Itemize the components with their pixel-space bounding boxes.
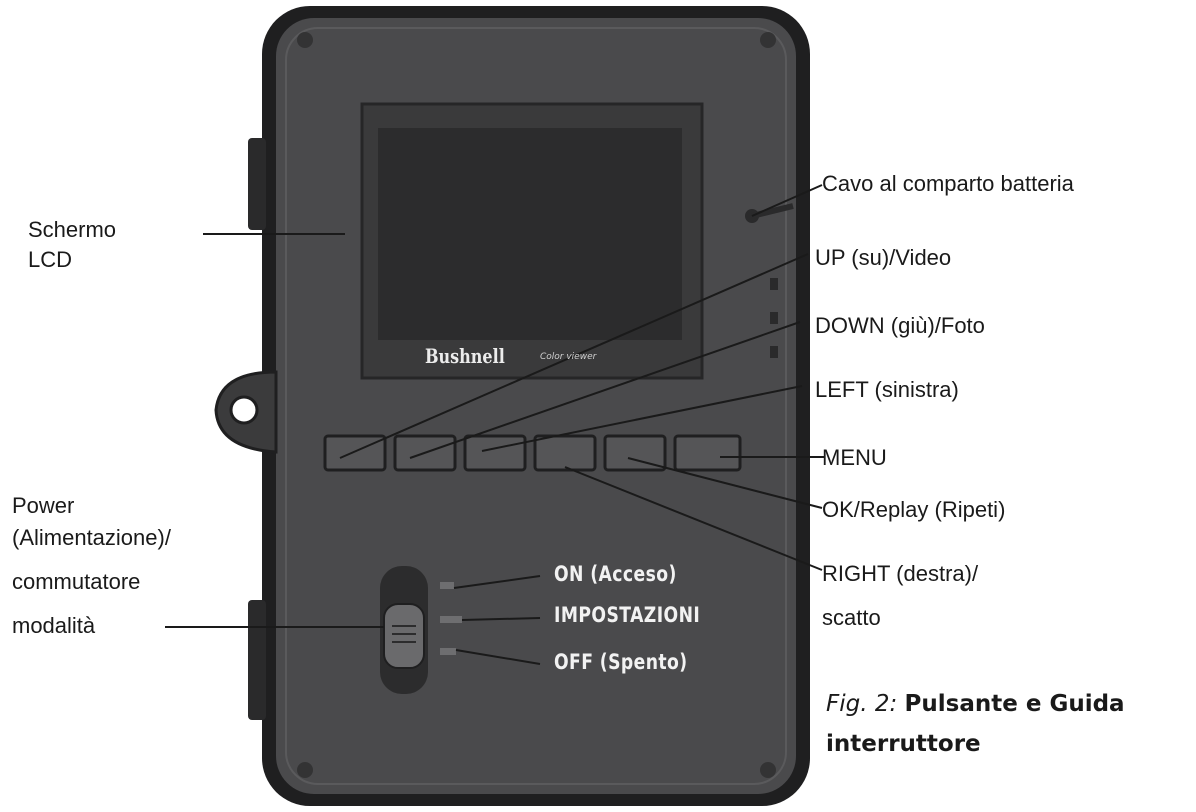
label-power-line1: Power: [12, 493, 75, 518]
power-switch-knob[interactable]: [383, 603, 425, 669]
label-left: LEFT (sinistra): [815, 377, 959, 402]
screw-bottom-right: [760, 762, 776, 778]
label-right-line2: scatto: [822, 605, 881, 630]
screw-top-right: [760, 32, 776, 48]
leader-right: [564, 466, 823, 571]
switch-label-off: OFF (Spento): [554, 650, 688, 674]
leader-ok: [627, 457, 823, 509]
switch-mark-setup: [440, 616, 462, 623]
leader-up: [339, 253, 809, 459]
leader-battery-cable: [751, 184, 823, 217]
brand-logo: Bushnell: [425, 344, 505, 368]
figure-number: Fig. 2:: [826, 691, 898, 717]
side-mark-2: [770, 312, 778, 324]
button-menu[interactable]: [673, 434, 742, 472]
screw-bottom-left: [297, 762, 313, 778]
label-lcd-line2: LCD: [28, 247, 73, 272]
button-ok[interactable]: [603, 434, 667, 472]
figure-caption-line2: interruttore: [826, 728, 981, 760]
label-lcd-line1: Schermo: [28, 217, 117, 242]
button-up[interactable]: [323, 434, 387, 472]
label-power-line4: modalità: [12, 613, 96, 638]
figure-title-part1: Pulsante e Guida: [904, 691, 1125, 717]
label-down: DOWN (giù)/Foto: [815, 313, 985, 338]
figure-title-part2: interruttore: [826, 731, 981, 757]
label-battery-cable: Cavo al comparto batteria: [822, 171, 1074, 196]
switch-mark-on: [440, 582, 454, 589]
leader-switch-off: [455, 649, 541, 665]
label-ok: OK/Replay (Ripeti): [822, 497, 1006, 522]
leader-left: [481, 385, 803, 452]
leader-down: [409, 321, 801, 459]
leader-switch-on: [453, 575, 541, 589]
figure-caption-line1: Fig. 2: Pulsante e Guida: [826, 688, 1125, 720]
screw-top-left: [297, 32, 313, 48]
lcd-screen: [378, 128, 682, 340]
label-right-line1: RIGHT (destra)/: [822, 561, 979, 586]
switch-label-setup: IMPOSTAZIONI: [554, 603, 701, 627]
label-menu: MENU: [822, 445, 887, 470]
switch-label-on: ON (Acceso): [554, 562, 677, 586]
switch-mark-off: [440, 648, 456, 655]
left-clip-top: [248, 138, 266, 230]
button-right[interactable]: [533, 434, 597, 472]
side-mark-3: [770, 346, 778, 358]
leader-switch-setup: [461, 617, 541, 621]
label-up: UP (su)/Video: [815, 245, 952, 270]
strap-hole: [229, 395, 259, 425]
camera-housing-inner-edge: [285, 27, 787, 785]
label-power-line2: (Alimentazione)/: [12, 525, 171, 550]
brand-subtitle: Color viewer: [540, 352, 597, 362]
button-left[interactable]: [463, 434, 527, 472]
left-clip-bottom: [248, 600, 266, 720]
label-power-line3: commutatore: [12, 569, 141, 594]
battery-cable: [751, 203, 794, 219]
side-mark-1: [770, 278, 778, 290]
